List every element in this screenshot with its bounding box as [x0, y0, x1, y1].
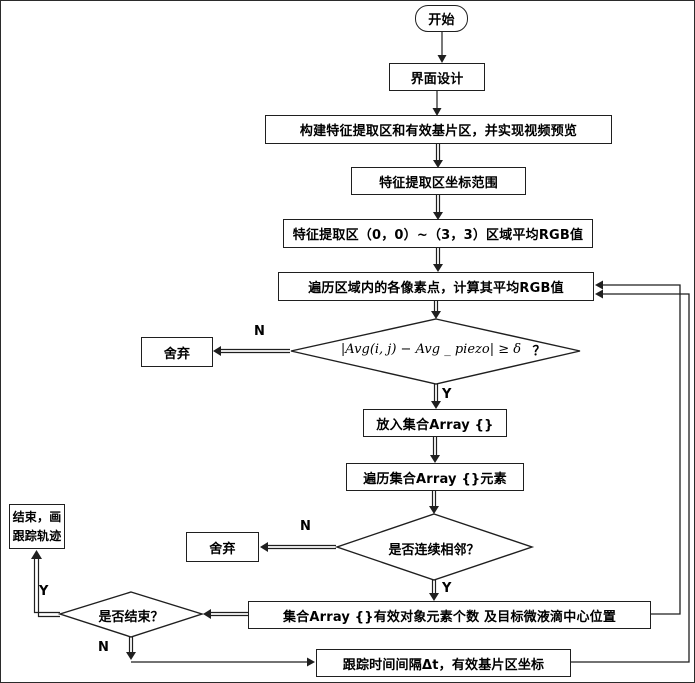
arrow-feedback-arraycount-to-traverse: [595, 280, 681, 615]
arrow-threshold-n-to-discard1: [213, 346, 290, 356]
arrow-adjacent-n-to-discard2: [260, 542, 336, 552]
node-put-into-array: 放入集合Array {}: [363, 409, 507, 437]
decision-finish-shape: [57, 591, 205, 638]
decision-shapes: [57, 318, 581, 638]
arrow-regionavg-to-traverse: [433, 248, 443, 272]
branch-threshold-n: N: [254, 324, 265, 339]
node-discard-2: 舍弃: [186, 532, 259, 562]
node-build-regions: 构建特征提取区和有效基片区，并实现视频预览: [265, 115, 612, 144]
arrow-finish-n-to-trackinterval: [126, 637, 315, 667]
decision-adjacent-label: 是否连续相邻？: [388, 543, 480, 558]
decision-finish-label: 是否结束？: [98, 610, 164, 625]
decision-adjacent-shape: [334, 513, 535, 581]
arrow-adjacent-y-to-arraycount: [429, 580, 439, 601]
arrow-putarray-to-traversearray: [430, 437, 440, 463]
arrow-traversearray-to-adjacent: [429, 491, 439, 514]
arrow-threshold-y-to-putarray: [431, 384, 441, 409]
decision-threshold-formula: |Avg(i, j) − Avg _ piezo| ≥ δ: [340, 342, 522, 357]
node-traverse-array: 遍历集合Array {}元素: [346, 463, 524, 491]
end-track-line2: 跟踪轨迹: [12, 528, 62, 543]
node-ui-design: 界面设计: [389, 63, 485, 91]
node-discard-1: 舍弃: [141, 337, 213, 367]
arrow-arraycount-to-finish: [203, 609, 248, 619]
branch-finish-n: N: [98, 640, 109, 655]
arrow-finish-y-to-end: [31, 550, 60, 618]
node-start: 开始: [415, 5, 468, 32]
node-array-count-center: 集合Array {}有效对象元素个数 及目标微液滴中心位置: [248, 601, 651, 629]
arrow-start-to-uidesign: [437, 32, 447, 63]
arrow-coordrange-to-regionavg: [433, 195, 443, 220]
branch-adjacent-y: Y: [442, 581, 452, 596]
node-end-track: 结束，画 跟踪轨迹: [9, 504, 65, 549]
end-track-line1: 结束，画: [12, 509, 62, 524]
node-traverse-pixels: 遍历区域内的各像素点，计算其平均RGB值: [278, 272, 594, 301]
node-track-interval: 跟踪时间间隔Δt，有效基片区坐标: [316, 649, 571, 677]
decision-threshold-shape: [290, 318, 581, 385]
arrow-feedback-trackinterval-to-traverse: [571, 289, 690, 663]
node-coord-range: 特征提取区坐标范围: [351, 167, 526, 195]
arrow-traverse-to-threshold: [431, 301, 441, 319]
decision-threshold-qmark: ？: [532, 344, 546, 359]
branch-threshold-y: Y: [442, 387, 452, 402]
arrow-build-to-coordrange: [433, 144, 443, 168]
node-region-avg-rgb: 特征提取区（0，0）~（3，3）区域平均RGB值: [283, 219, 593, 248]
branch-finish-y: Y: [39, 584, 49, 599]
branch-adjacent-n: N: [300, 519, 311, 534]
arrow-uidesign-to-build: [432, 91, 442, 116]
